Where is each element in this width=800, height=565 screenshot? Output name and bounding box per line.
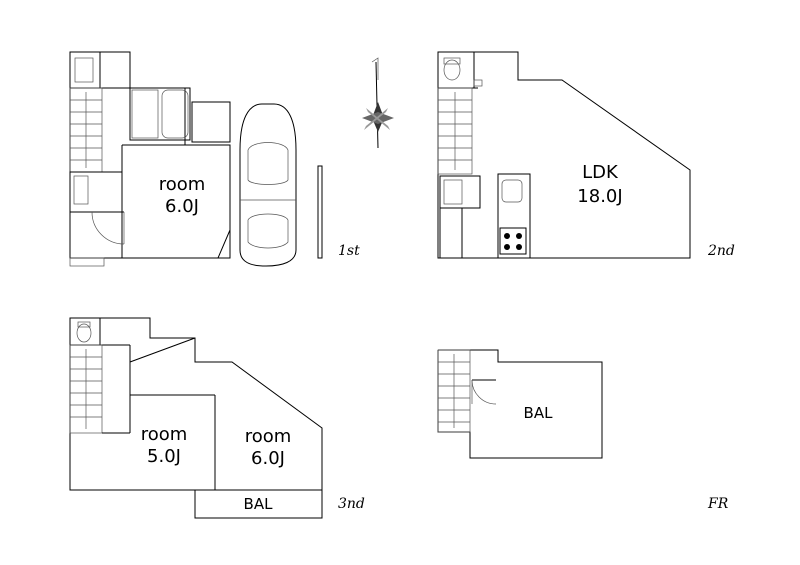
room-size-3rd-a: 5.0J <box>147 446 181 467</box>
room-size-ldk: 18.0J <box>577 186 622 207</box>
floor-label-roof: FR <box>707 496 729 512</box>
floor-3rd-plan: room 5.0J room 6.0J BAL 3nd <box>69 317 365 519</box>
stairs-icon <box>69 344 103 434</box>
floor-label-1st: 1st <box>338 243 360 259</box>
room-name-ldk: LDK <box>582 162 619 183</box>
room-name-3rd-b: room <box>245 426 292 447</box>
door-swing-icon <box>91 211 125 245</box>
floor-roof-plan: BAL FR <box>437 349 729 512</box>
balcony-label-3rd: BAL <box>244 495 274 513</box>
floor-label-3rd: 3nd <box>338 496 365 512</box>
door-swing-icon <box>471 379 497 405</box>
balcony-label-roof: BAL <box>524 404 554 422</box>
floor-1st-plan: room 6.0J 1st <box>69 51 360 267</box>
room-name-3rd-a: room <box>141 424 188 445</box>
room-size-1st: 6.0J <box>165 196 199 217</box>
floor-2nd-plan: LDK 18.0J 2nd <box>437 51 735 259</box>
north-arrow-icon <box>362 57 394 149</box>
bathtub-icon <box>129 87 191 141</box>
stairs-icon <box>437 87 473 175</box>
room-size-3rd-b: 6.0J <box>251 448 285 469</box>
room-name-1st: room <box>159 174 206 195</box>
floor-label-2nd: 2nd <box>707 243 735 259</box>
stairs-icon <box>69 87 103 173</box>
stairs-icon <box>437 349 471 433</box>
car-icon <box>239 103 297 267</box>
stove-icon <box>499 227 527 255</box>
toilet-icon <box>437 51 483 89</box>
toilet-icon <box>69 317 101 346</box>
